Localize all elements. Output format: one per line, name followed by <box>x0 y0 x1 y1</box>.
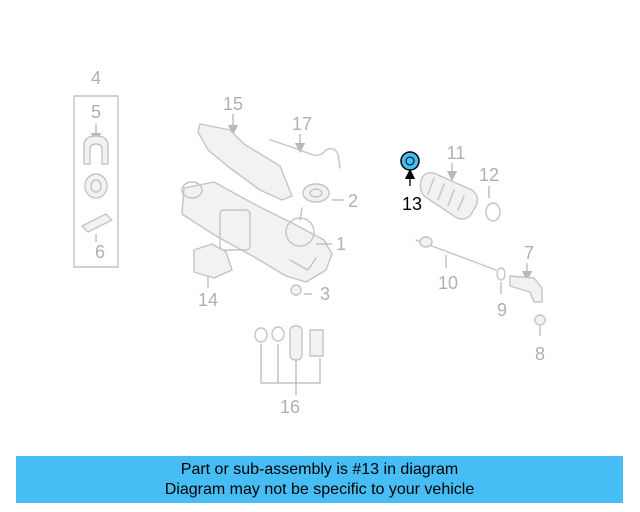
banner-line-2: Diagram may not be specific to your vehi… <box>164 481 475 498</box>
mount-part-2: 2 <box>302 183 358 211</box>
bushing-part <box>84 173 108 199</box>
callout-3: 3 <box>320 284 330 304</box>
tie-rod-end-part-7: 7 <box>509 243 543 303</box>
cover-part-14: 14 <box>193 243 233 310</box>
steering-rack-part-1: 1 <box>181 181 346 283</box>
callout-7: 7 <box>524 243 534 263</box>
callout-1: 1 <box>336 234 346 254</box>
tie-rod-part-10: 10 <box>415 236 497 293</box>
repair-kit-part-16: 16 <box>254 325 324 417</box>
boot-part-11: 11 <box>419 143 479 220</box>
callout-10: 10 <box>438 273 458 293</box>
clamp-part-6 <box>81 213 113 233</box>
callout-17: 17 <box>292 114 312 134</box>
parts-diagram: 4 5 6 15 17 2 1 <box>73 68 546 417</box>
callout-12: 12 <box>479 165 499 185</box>
callout-13: 13 <box>402 194 422 214</box>
callout-9: 9 <box>497 300 507 320</box>
callout-15: 15 <box>223 94 243 114</box>
callout-6: 6 <box>95 242 105 262</box>
clamp-part-12: 12 <box>479 165 501 222</box>
ring-part-13-highlighted: 13 <box>400 151 422 214</box>
banner-line-1: Part or sub-assembly is #13 in diagram <box>180 461 459 478</box>
bracket-part-5 <box>83 135 109 165</box>
bolt-part-3: 3 <box>290 284 330 304</box>
callout-11: 11 <box>447 143 466 163</box>
callout-14: 14 <box>198 290 218 310</box>
heat-shield-part-15: 15 <box>197 94 293 201</box>
nut-part-9: 9 <box>496 267 507 320</box>
group-4-bracket-assembly: 4 5 6 <box>73 68 119 268</box>
nut-part-8: 8 <box>534 314 546 364</box>
pipe-part-17: 17 <box>269 114 341 169</box>
part-info-banner: Part or sub-assembly is #13 in diagram D… <box>16 456 623 503</box>
callout-2: 2 <box>348 191 358 211</box>
callout-4: 4 <box>91 68 101 88</box>
callout-8: 8 <box>535 344 545 364</box>
highlighted-part-13 <box>400 151 420 171</box>
callout-16: 16 <box>280 397 300 417</box>
callout-5: 5 <box>91 102 101 122</box>
